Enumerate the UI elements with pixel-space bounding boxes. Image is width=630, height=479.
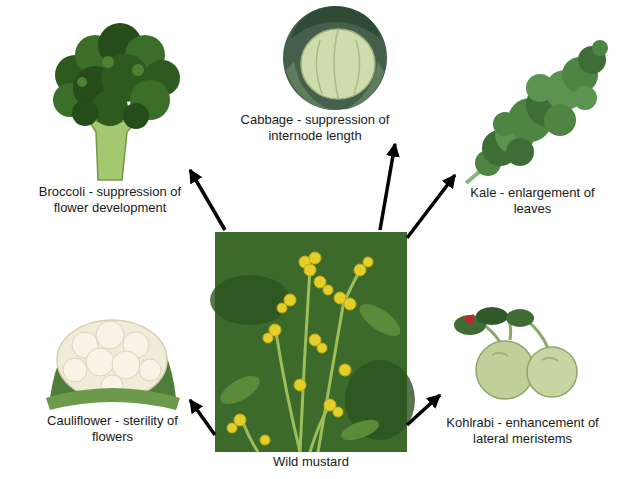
wild-mustard-photo (355, 298, 406, 342)
kale-picture (526, 74, 554, 102)
broccoli-picture (77, 77, 87, 87)
kohlrabi-picture (492, 353, 508, 356)
cauliflower-picture (96, 321, 124, 349)
wild-mustard-photo (310, 405, 330, 452)
plant-node: Broccoli - suppression of flower develop… (30, 30, 190, 216)
wild-mustard-photo (300, 268, 310, 452)
plant-caption: Cauliflower - sterility of flowers (35, 413, 190, 445)
wild-mustard-photo (242, 420, 258, 452)
wild-mustard-photo (210, 275, 290, 325)
wild-mustard-photo (339, 364, 351, 376)
cauliflower-picture (63, 358, 87, 382)
cauliflower-picture (46, 320, 180, 410)
wild-mustard-photo (294, 379, 306, 391)
kohlrabi-picture (454, 307, 577, 399)
wild-mustard-photo (277, 303, 287, 313)
plant-caption: Cabbage - suppression of internode lengt… (225, 112, 405, 144)
cabbage-picture (283, 6, 387, 110)
cauliflower-picture (63, 321, 161, 397)
arrow-connector (190, 400, 215, 435)
cauliflower-picture (139, 359, 161, 381)
broccoli-picture (102, 56, 114, 68)
cabbage-picture (316, 30, 359, 98)
wild-mustard-photo (242, 268, 360, 452)
wild-mustard-photo (304, 264, 316, 276)
arrow-connector (190, 170, 225, 230)
cabbage-picture (301, 29, 375, 99)
cauliflower-picture (112, 351, 140, 379)
kohlrabi-picture (542, 358, 558, 361)
plant-node: Cauliflower - sterility of flowers (35, 295, 190, 445)
kale-picture (592, 40, 608, 56)
wild-mustard-photo (263, 333, 273, 343)
kale-picture (544, 104, 576, 136)
broccoli-picture (123, 103, 149, 129)
kohlrabi-picture (462, 314, 474, 326)
plant-node: Cabbage - suppression of internode lengt… (225, 2, 405, 144)
wild-mustard-photo (210, 232, 415, 452)
broccoli-picture (92, 90, 128, 126)
wild-mustard-photo (260, 435, 270, 445)
wild-mustard-photo (333, 407, 343, 417)
broccoli-picture (72, 100, 98, 126)
wild-mustard-photo (338, 416, 381, 445)
wild-mustard-photo (317, 343, 327, 353)
plant-caption: Broccoli - suppression of flower develop… (30, 184, 190, 216)
wild-mustard-photo (227, 252, 373, 445)
plant-caption: Kale - enlargement of leaves (455, 185, 610, 217)
broccoli-picture (132, 64, 144, 76)
plant-caption: Wild mustard (215, 454, 407, 470)
arrow-connector (380, 144, 395, 230)
kohlrabi-picture (476, 307, 508, 325)
cauliflower-picture (46, 388, 180, 410)
kale-picture (493, 112, 517, 136)
broccoli-picture (53, 23, 180, 180)
arrow-connector (407, 395, 440, 425)
cauliflower-picture (57, 320, 167, 400)
wild-mustard-photo (318, 300, 344, 452)
wild-mustard-photo (309, 252, 321, 264)
plant-caption: Kohlrabi - enhancement of lateral merist… (440, 415, 605, 447)
cabbage-picture (286, 62, 330, 110)
kohlrabi-picture (506, 309, 534, 327)
plant-node: Kohlrabi - enhancement of lateral merist… (440, 305, 605, 447)
kohlrabi-picture (476, 341, 534, 399)
wild-mustard-photo (363, 257, 373, 267)
wild-mustard-photo (323, 285, 333, 295)
plant-node: Kale - enlargement of leaves (455, 35, 610, 217)
kale-picture (506, 138, 534, 166)
wild-mustard-photo (227, 423, 237, 433)
kale-picture (573, 86, 597, 110)
cabbage-picture (283, 6, 387, 110)
wild-mustard-photo (344, 298, 356, 310)
wild-mustard-photo (216, 370, 264, 409)
wild-mustard-photo (276, 332, 300, 452)
arrow-connector (407, 175, 455, 238)
cauliflower-picture (86, 348, 114, 376)
kohlrabi-picture (527, 347, 577, 397)
plant-node: Wild mustard (215, 230, 407, 470)
cabbage-picture (344, 62, 384, 110)
kale-picture (466, 40, 608, 183)
